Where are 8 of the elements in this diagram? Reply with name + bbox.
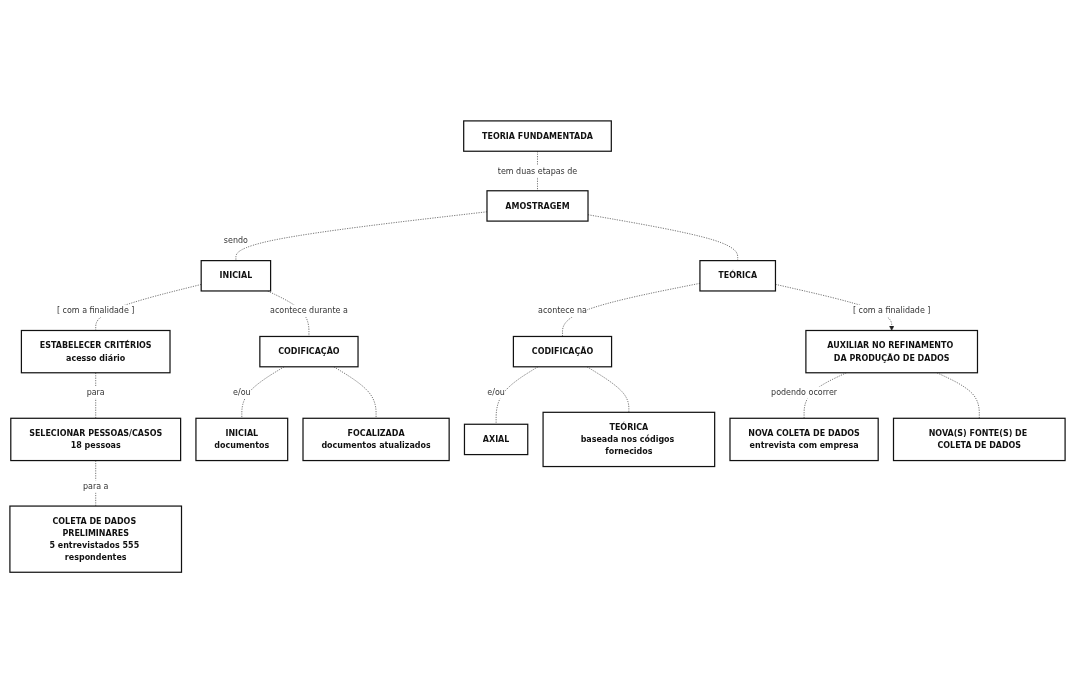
connector	[333, 366, 377, 419]
connector	[95, 372, 96, 419]
connector	[241, 366, 285, 419]
connector	[936, 372, 980, 419]
connector	[537, 150, 538, 191]
connector	[586, 366, 630, 413]
connector	[803, 372, 847, 419]
connector	[495, 366, 539, 425]
